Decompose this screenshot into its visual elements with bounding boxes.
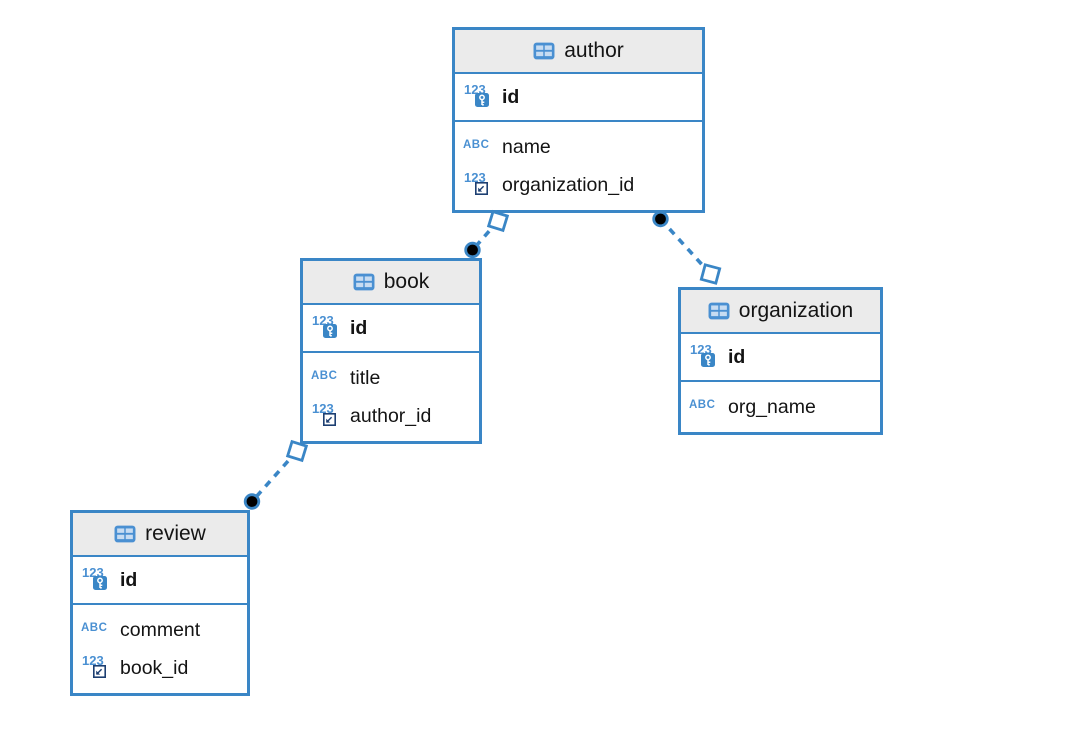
field-name: id <box>502 85 520 108</box>
primary-key-section: 123 id <box>303 305 479 353</box>
field-row[interactable]: ABC comment <box>73 611 247 649</box>
table-icon <box>114 525 136 543</box>
fields-section: ABC comment 123 book_id <box>73 605 247 693</box>
text-type-icon: ABC <box>462 132 502 162</box>
entity-review[interactable]: review 123 id ABC comment <box>70 510 250 696</box>
numeric-foreign-key-icon: 123 <box>310 401 350 431</box>
field-row[interactable]: 123 id <box>73 557 247 603</box>
field-row[interactable]: 123 author_id <box>303 397 479 435</box>
primary-key-section: 123 id <box>73 557 247 605</box>
key-badge-icon <box>93 576 107 590</box>
entity-header[interactable]: book <box>303 261 479 305</box>
connector-line[interactable] <box>250 449 299 503</box>
entity-header[interactable]: author <box>455 30 702 74</box>
field-name: comment <box>120 618 201 641</box>
numeric-foreign-key-icon: 123 <box>80 653 120 683</box>
connector-book-review[interactable] <box>243 439 309 510</box>
field-row[interactable]: 123 id <box>455 74 702 120</box>
numeric-primary-key-icon: 123 <box>80 565 120 595</box>
field-row[interactable]: 123 organization_id <box>455 166 702 204</box>
table-icon <box>353 273 375 291</box>
reference-badge-icon <box>475 182 488 195</box>
field-name: organization_id <box>502 173 635 196</box>
text-type-glyph: ABC <box>311 370 338 382</box>
fields-section: ABC title 123 author_id <box>303 353 479 441</box>
field-name: id <box>350 316 368 339</box>
entity-title: organization <box>738 299 854 322</box>
numeric-type-glyph: 123 <box>690 342 712 357</box>
field-row[interactable]: 123 book_id <box>73 649 247 687</box>
reference-badge-icon <box>323 413 336 426</box>
field-row[interactable]: ABC name <box>455 128 702 166</box>
numeric-primary-key-icon: 123 <box>462 82 502 112</box>
primary-key-section: 123 id <box>681 334 880 382</box>
numeric-foreign-key-icon: 123 <box>462 170 502 200</box>
field-name: id <box>728 345 746 368</box>
entity-title: review <box>145 522 206 545</box>
numeric-primary-key-icon: 123 <box>310 313 350 343</box>
reference-badge-icon <box>93 665 106 678</box>
numeric-type-glyph: 123 <box>312 313 334 328</box>
open-square-marker <box>699 263 722 285</box>
entity-organization[interactable]: organization 123 id ABC or <box>678 287 883 435</box>
text-type-glyph: ABC <box>689 399 716 411</box>
connector-author-book[interactable] <box>464 209 510 259</box>
field-name: name <box>502 135 551 158</box>
filled-circle-marker <box>243 493 261 510</box>
numeric-type-glyph: 123 <box>464 170 486 185</box>
key-badge-icon <box>701 353 715 367</box>
numeric-type-glyph: 123 <box>312 401 334 416</box>
entity-header[interactable]: review <box>73 513 247 557</box>
entity-header[interactable]: organization <box>681 290 880 334</box>
field-name: book_id <box>120 656 189 679</box>
field-name: id <box>120 568 138 591</box>
table-icon <box>708 302 730 320</box>
field-name: author_id <box>350 404 432 427</box>
connector-author-organization[interactable] <box>652 210 722 285</box>
text-type-glyph: ABC <box>81 622 108 634</box>
numeric-primary-key-icon: 123 <box>688 342 728 372</box>
filled-circle-marker <box>464 241 481 259</box>
text-type-icon: ABC <box>80 615 120 645</box>
numeric-type-glyph: 123 <box>464 82 486 97</box>
field-name: title <box>350 366 381 389</box>
table-icon <box>533 42 555 60</box>
text-type-icon: ABC <box>688 392 728 422</box>
connector-line[interactable] <box>471 219 500 252</box>
text-type-glyph: ABC <box>463 139 490 151</box>
connector-line[interactable] <box>659 217 712 276</box>
fields-section: ABC name 123 organization_id <box>455 122 702 210</box>
key-badge-icon <box>323 324 337 338</box>
numeric-type-glyph: 123 <box>82 565 104 580</box>
numeric-type-glyph: 123 <box>82 653 104 668</box>
open-square-marker <box>285 439 309 463</box>
entity-book[interactable]: book 123 id ABC title <box>300 258 482 444</box>
key-badge-icon <box>475 93 489 107</box>
field-row[interactable]: ABC title <box>303 359 479 397</box>
field-row[interactable]: 123 id <box>681 334 880 380</box>
primary-key-section: 123 id <box>455 74 702 122</box>
entity-title: book <box>383 270 430 293</box>
filled-circle-marker <box>652 210 669 228</box>
entity-author[interactable]: author 123 id ABC name <box>452 27 705 213</box>
field-row[interactable]: 123 id <box>303 305 479 351</box>
open-square-marker <box>486 209 510 233</box>
text-type-icon: ABC <box>310 363 350 393</box>
entity-title: author <box>564 39 624 62</box>
fields-section: ABC org_name <box>681 382 880 432</box>
field-name: org_name <box>728 395 816 418</box>
field-row[interactable]: ABC org_name <box>681 388 880 426</box>
